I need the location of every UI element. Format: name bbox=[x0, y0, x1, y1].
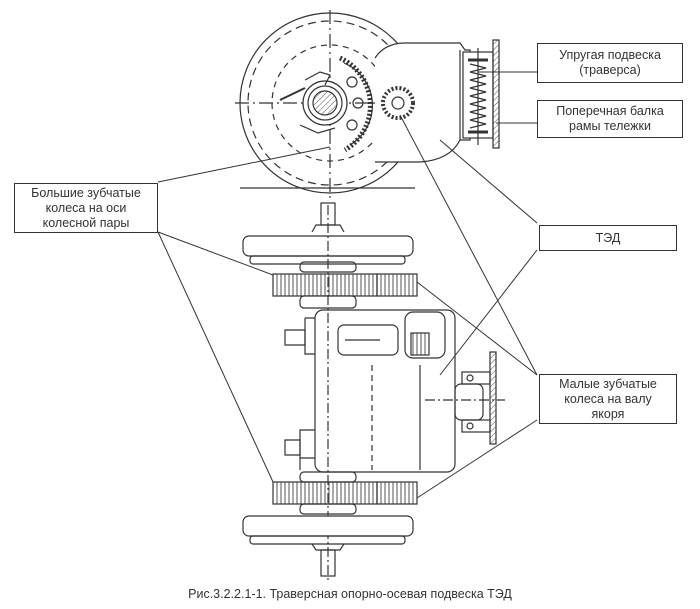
figure-caption: Рис.3.2.2.1-1. Траверсная опорно-осевая … bbox=[188, 587, 512, 601]
label-line: колеса на оси bbox=[45, 200, 127, 215]
side-suspension bbox=[425, 351, 505, 445]
small-gear bbox=[381, 86, 415, 120]
spring-suspension bbox=[462, 39, 500, 149]
plan-view bbox=[242, 202, 505, 580]
label-line: колеса на валу bbox=[564, 391, 652, 406]
label-small-gears: Малые зубчатые колеса на валу якоря bbox=[539, 374, 677, 424]
label-line: якоря bbox=[591, 406, 625, 421]
label-ted: ТЭД bbox=[539, 225, 677, 251]
motor-housing bbox=[374, 42, 471, 163]
label-line: Малые зубчатые bbox=[559, 376, 657, 391]
small-gear-bottom bbox=[376, 481, 418, 505]
wheel-bottom bbox=[242, 515, 414, 537]
leader-lines bbox=[157, 71, 538, 499]
side-view bbox=[235, 10, 500, 200]
axle-section bbox=[312, 90, 338, 116]
small-gear-top bbox=[376, 273, 418, 297]
label-line: Поперечная балка bbox=[556, 104, 664, 118]
motor-body bbox=[314, 309, 456, 473]
label-line: колесной пары bbox=[42, 215, 130, 230]
large-gear-top bbox=[272, 273, 378, 297]
label-elastic-suspension: Упругая подвеска (траверса) bbox=[537, 43, 683, 83]
label-cross-beam: Поперечная балка рамы тележки bbox=[537, 100, 683, 138]
label-large-gears: Большие зубчатые колеса на оси колесной … bbox=[14, 183, 158, 233]
label-line: ТЭД bbox=[595, 230, 621, 245]
label-line: Упругая подвеска bbox=[559, 48, 661, 62]
label-line: Большие зубчатые bbox=[31, 185, 141, 200]
label-line: (траверса) bbox=[579, 63, 641, 77]
label-line: рамы тележки bbox=[569, 119, 651, 133]
motor-bracket bbox=[404, 311, 446, 359]
large-gear-bottom bbox=[272, 481, 378, 505]
